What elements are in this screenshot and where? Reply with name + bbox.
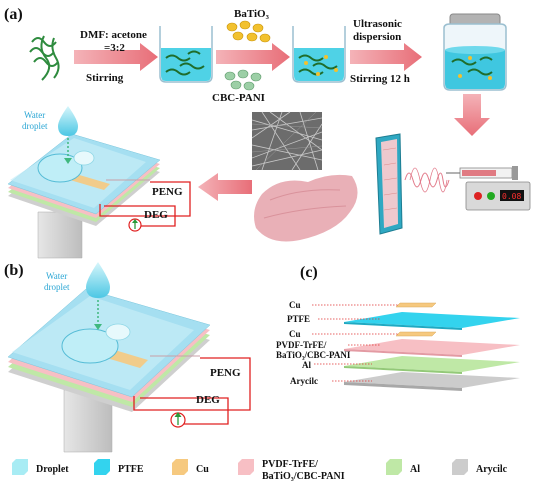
layer-ptfe-label: PTFE xyxy=(287,314,310,324)
legend-label-1: PTFE xyxy=(118,464,144,475)
device-a-water-label: Water xyxy=(24,110,45,120)
pump-display: 0.08 xyxy=(502,192,521,201)
legend-label-3-line2: BaTiO₃/CBC-PANI xyxy=(262,471,345,482)
device-a xyxy=(7,106,191,259)
process-arrow-3 xyxy=(350,43,422,71)
legend-label-0: Droplet xyxy=(36,464,69,475)
device-b-droplet-label: droplet xyxy=(44,282,70,292)
device-b xyxy=(7,262,251,453)
batio3-particles-icon xyxy=(226,20,271,43)
sem-micrograph xyxy=(251,111,323,171)
legend-label-5: Arycilc xyxy=(476,464,508,475)
device-a-peng-label: PENG xyxy=(152,186,183,198)
cbc-fibers-icon xyxy=(29,35,60,81)
legend-label-3: PVDF-TrFE/ xyxy=(262,459,318,470)
panel-b-label: (b) xyxy=(4,262,24,279)
process-arrow-left xyxy=(198,173,252,201)
batio3-label: BaTiO₃ xyxy=(234,8,270,20)
device-a-deg-label: DEG xyxy=(144,209,168,221)
panel-a-label: (a) xyxy=(4,6,23,23)
process-arrow-down xyxy=(454,94,490,136)
panel-c-label: (c) xyxy=(300,264,318,281)
legend-swatch-5 xyxy=(452,459,468,475)
cbc-pani-label: CBC-PANI xyxy=(212,92,265,104)
layer-cu-mid-label: Cu xyxy=(289,329,301,339)
legend-swatch-3 xyxy=(238,459,254,475)
legend-swatch-0 xyxy=(12,459,28,475)
layer-pvdf-label: PVDF-TrFE/ xyxy=(276,340,327,350)
stirring-label: Stirring xyxy=(86,72,124,84)
layer-pvdf-label-2: BaTiO₃/CBC-PANI xyxy=(276,350,351,360)
device-b-peng-label: PENG xyxy=(210,367,241,379)
legend-swatch-4 xyxy=(386,459,402,475)
solution-jar xyxy=(443,13,507,91)
device-b-deg-label: DEG xyxy=(196,394,220,406)
legend-label-4: Al xyxy=(410,464,420,475)
beaker-1 xyxy=(159,26,213,83)
stirring-12h-label: Stirring 12 h xyxy=(350,73,410,85)
cbc-pani-particles-icon xyxy=(224,69,262,91)
process-arrow-1 xyxy=(74,43,158,71)
legend: Droplet PTFE Cu PVDF-TrFE/BaTiO₃/CBC-PANI Al… xyxy=(12,459,508,482)
exploded-layers xyxy=(312,302,520,391)
legend-swatch-2 xyxy=(172,459,188,475)
dispersion-label: dispersion xyxy=(353,31,401,43)
solvent-ratio-label: DMF: acetone xyxy=(80,29,147,41)
process-arrow-2 xyxy=(216,43,290,71)
legend-swatch-1 xyxy=(94,459,110,475)
device-a-droplet-label: droplet xyxy=(22,121,48,131)
nanofiber-membrane xyxy=(254,174,358,242)
beaker-2 xyxy=(292,26,346,83)
electrospinning-setup: 0.08 xyxy=(375,133,531,235)
layer-arycilc-label: Arycilc xyxy=(290,376,318,386)
layer-cu-top-label: Cu xyxy=(289,300,301,310)
layer-al-label: Al xyxy=(302,360,311,370)
device-b-water-label: Water xyxy=(46,271,67,281)
solvent-ratio-value: =3:2 xyxy=(104,42,125,54)
ultrasonic-label: Ultrasonic xyxy=(353,18,402,30)
legend-label-2: Cu xyxy=(196,464,209,475)
